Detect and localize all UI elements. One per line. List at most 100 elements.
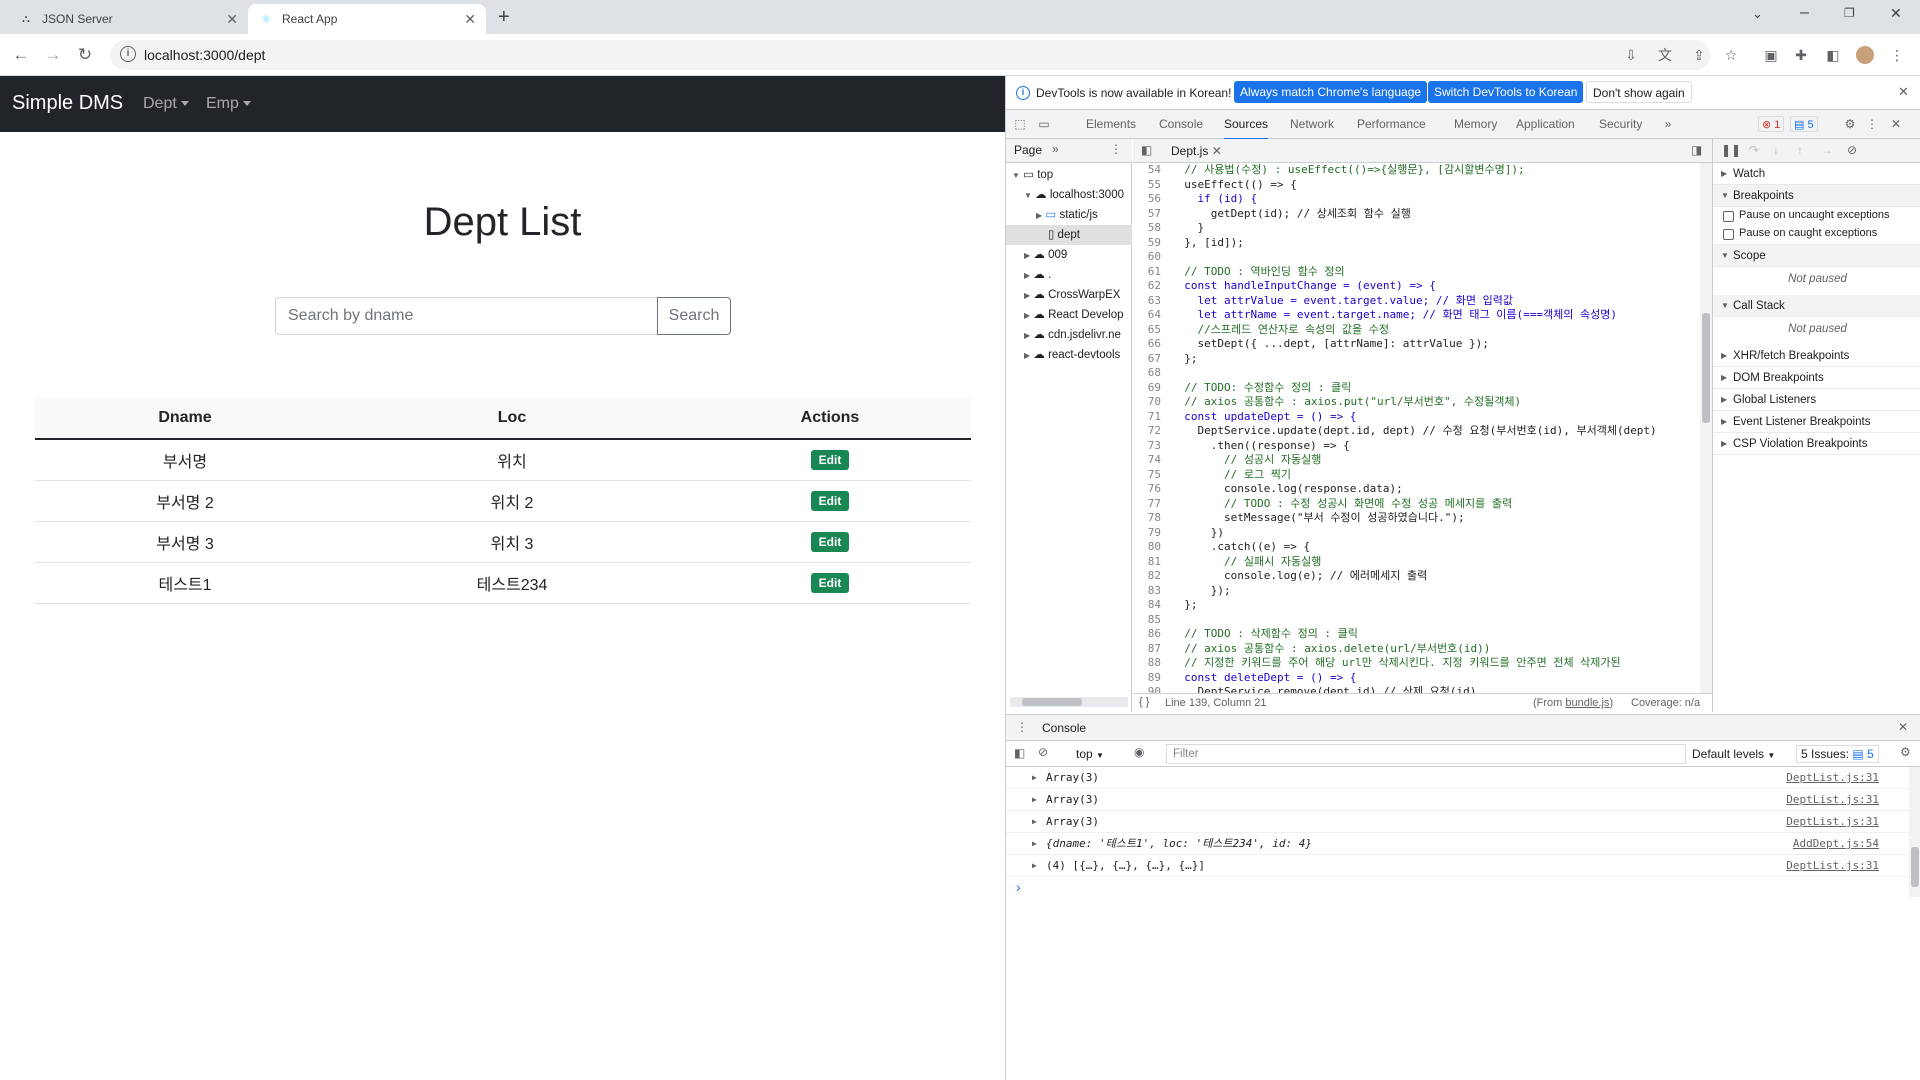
expand-arrow-icon[interactable]: ▶ [1032, 795, 1037, 804]
expand-arrow-icon[interactable]: ▶ [1032, 817, 1037, 826]
tab-search-icon[interactable]: ⌄ [1752, 6, 1763, 21]
code-line[interactable]: 59 }, [id]); [1133, 236, 1712, 251]
issues-button[interactable]: 5 Issues: ▤ 5 [1796, 745, 1879, 763]
tab-console[interactable]: Console [1159, 117, 1204, 131]
code-line[interactable]: 89 const deleteDept = () => { [1133, 671, 1712, 686]
inspect-element-icon[interactable]: ⬚ [1014, 117, 1026, 131]
pause-icon[interactable]: ❚❚ [1721, 143, 1742, 157]
drawer-tab-console[interactable]: Console [1042, 721, 1087, 735]
tree-item-localhost[interactable]: ▼ ☁ localhost:3000 [1006, 185, 1132, 205]
code-line[interactable]: 64 let attrName = event.target.name; // … [1133, 308, 1712, 323]
code-line[interactable]: 71 const updateDept = () => { [1133, 410, 1712, 425]
code-line[interactable]: 54 // 사용법(수정) : useEffect(()=>{실행문}, [감시… [1133, 163, 1712, 178]
close-infobar-icon[interactable]: ✕ [1898, 84, 1909, 99]
share-icon[interactable]: ⇪ [1693, 47, 1705, 63]
console-message[interactable]: ▶Array(3)DeptList.js:31 [1006, 789, 1920, 811]
code-line[interactable]: 62 const handleInputChange = (event) => … [1133, 279, 1712, 294]
console-prompt[interactable]: › [1016, 879, 1021, 895]
code-line[interactable]: 69 // TODO: 수정함수 정의 : 클릭 [1133, 381, 1712, 396]
step-icon[interactable]: → [1821, 143, 1833, 157]
step-into-icon[interactable]: ↓ [1773, 143, 1779, 157]
console-source-link[interactable]: DeptList.js:31 [1786, 859, 1879, 872]
tab-performance[interactable]: Performance [1357, 117, 1426, 131]
extensions-puzzle-icon[interactable]: ✚ [1795, 47, 1807, 63]
section-event-listener-breakpoints[interactable]: ▶Event Listener Breakpoints [1713, 411, 1920, 433]
line-number[interactable]: 66 [1147, 337, 1161, 350]
code-line[interactable]: 87 // axios 공통함수 : axios.delete(url/부서번호… [1133, 642, 1712, 657]
code-line[interactable]: 77 // TODO : 수정 성공시 화면에 수정 성공 메세지를 출력 [1133, 497, 1712, 512]
tree-item-dot[interactable]: ▶ ☁ . [1006, 265, 1132, 285]
code-line[interactable]: 88 // 지정한 키워드를 주어 해당 url만 삭제시킨다. 지정 키워드를… [1133, 656, 1712, 671]
edit-button[interactable]: Edit [810, 449, 850, 470]
code-line[interactable]: 68 [1133, 366, 1712, 381]
back-icon[interactable]: ← [12, 45, 30, 64]
line-number[interactable]: 84 [1147, 598, 1161, 611]
pause-caught-checkbox[interactable] [1723, 229, 1734, 240]
devtools-menu-icon[interactable]: ⋮ [1866, 117, 1878, 131]
line-number[interactable]: 57 [1147, 206, 1161, 220]
step-out-icon[interactable]: ↑ [1797, 143, 1803, 157]
line-number[interactable]: 82 [1147, 569, 1161, 582]
scroll-thumb[interactable] [1702, 313, 1710, 423]
tab-memory[interactable]: Memory [1454, 117, 1498, 131]
dont-show-again-button[interactable]: Don't show again [1586, 81, 1692, 103]
code-line[interactable]: 78 setMessage("부서 수정이 성공하였습니다."); [1133, 511, 1712, 526]
close-tab-icon[interactable]: ✕ [464, 10, 476, 27]
console-vscrollbar[interactable] [1909, 767, 1920, 897]
tab-network[interactable]: Network [1290, 117, 1335, 131]
code-line[interactable]: 61 // TODO : 역바인딩 함수 정의 [1133, 265, 1712, 280]
line-number[interactable]: 75 [1147, 467, 1161, 481]
console-source-link[interactable]: DeptList.js:31 [1786, 793, 1879, 806]
line-number[interactable]: 54 [1147, 163, 1161, 176]
bundle-link[interactable]: bundle.js [1565, 697, 1610, 709]
line-number[interactable]: 55 [1147, 177, 1161, 191]
line-number[interactable]: 62 [1147, 279, 1161, 292]
console-message[interactable]: ▶(4) [{…}, {…}, {…}, {…}]DeptList.js:31 [1006, 855, 1920, 877]
log-levels-dropdown[interactable]: Default levels ▼ [1692, 747, 1775, 761]
minimize-icon[interactable]: – [1800, 4, 1809, 21]
close-drawer-icon[interactable]: ✕ [1898, 720, 1909, 734]
expand-arrow-icon[interactable]: ▶ [1032, 861, 1037, 870]
line-number[interactable]: 89 [1147, 670, 1161, 684]
section-breakpoints[interactable]: ▼Breakpoints [1713, 185, 1920, 207]
section-xhr-breakpoints[interactable]: ▶XHR/fetch Breakpoints [1713, 345, 1920, 367]
code-line[interactable]: 60 [1133, 250, 1712, 265]
reload-icon[interactable]: ↻ [77, 45, 93, 64]
bookmark-star-icon[interactable]: ☆ [1724, 47, 1738, 63]
line-number[interactable]: 79 [1147, 525, 1161, 539]
deactivate-breakpoints-icon[interactable]: ⊘ [1847, 143, 1858, 157]
expand-arrow-icon[interactable]: ▶ [1032, 773, 1037, 782]
clear-console-icon[interactable]: ⊘ [1038, 745, 1049, 759]
close-file-icon[interactable]: ✕ [1211, 144, 1222, 158]
code-line[interactable]: 82 console.log(e); // 에러메세지 출력 [1133, 569, 1712, 584]
install-icon[interactable]: ⇩ [1625, 47, 1637, 63]
tree-item-react-develop[interactable]: ▶ ☁ React Develop [1006, 305, 1132, 325]
line-number[interactable]: 74 [1147, 453, 1161, 466]
tab-security[interactable]: Security [1599, 117, 1643, 131]
error-count-badge[interactable]: ⊗ 1 [1758, 116, 1785, 132]
navigator-tab-page[interactable]: Page [1014, 143, 1043, 157]
search-button[interactable]: Search [657, 297, 731, 335]
line-number[interactable]: 85 [1147, 612, 1161, 626]
line-number[interactable]: 90 [1147, 685, 1161, 693]
nav-emp-dropdown[interactable]: Emp [206, 95, 251, 113]
code-line[interactable]: 65 //스프레드 연산자로 속성의 값을 수정 [1133, 323, 1712, 338]
line-number[interactable]: 58 [1147, 221, 1161, 234]
code-line[interactable]: 75 // 로그 찍기 [1133, 468, 1712, 483]
tab-json-server[interactable]: ⛬ JSON Server ✕ [8, 4, 248, 34]
code-line[interactable]: 63 let attrValue = event.target.value; /… [1133, 294, 1712, 309]
more-tabs-icon[interactable]: » [1664, 117, 1672, 131]
console-sidebar-icon[interactable]: ◧ [1014, 746, 1026, 760]
url-text[interactable]: localhost:3000/dept [144, 47, 266, 63]
line-number[interactable]: 72 [1147, 424, 1161, 437]
forward-icon[interactable]: → [44, 45, 62, 64]
section-global-listeners[interactable]: ▶Global Listeners [1713, 389, 1920, 411]
line-number[interactable]: 73 [1147, 438, 1161, 452]
line-number[interactable]: 86 [1147, 627, 1161, 640]
console-settings-icon[interactable]: ⚙ [1900, 745, 1911, 759]
code-line[interactable]: 55 useEffect(() => { [1133, 178, 1712, 193]
side-panel-icon[interactable]: ◧ [1826, 47, 1840, 63]
code-line[interactable]: 83 }); [1133, 584, 1712, 599]
scroll-thumb[interactable] [1022, 698, 1082, 706]
toggle-navigator-icon[interactable]: ◧ [1141, 143, 1153, 157]
